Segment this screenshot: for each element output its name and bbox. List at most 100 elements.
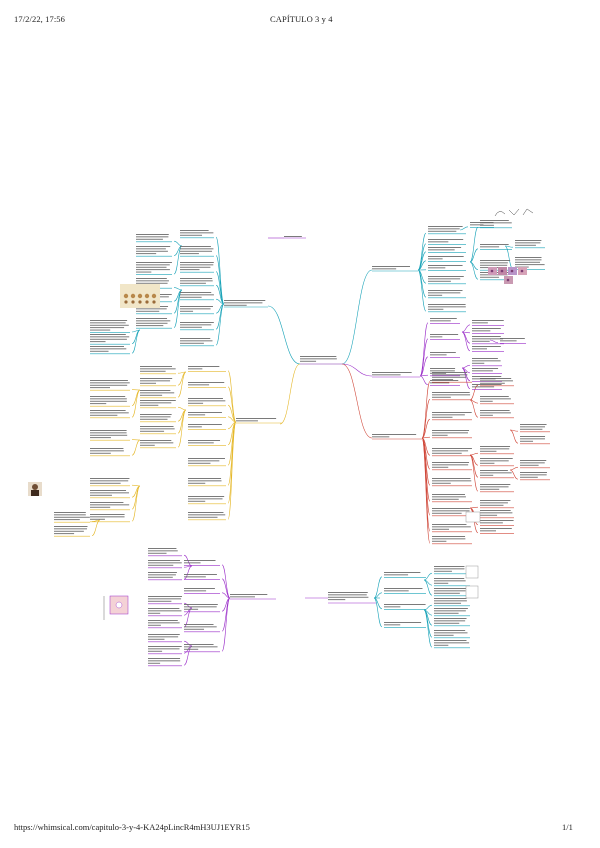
node-text xyxy=(188,412,222,415)
node-text xyxy=(224,300,265,306)
connector-line xyxy=(132,330,140,353)
node-text xyxy=(188,424,222,427)
illustration-histology-3 xyxy=(508,267,517,275)
node-text xyxy=(472,328,501,331)
node-text xyxy=(140,426,175,432)
node-text xyxy=(428,304,466,310)
node-text xyxy=(432,524,471,530)
node-text xyxy=(148,620,180,626)
node-text xyxy=(520,424,547,430)
illustration-anatomy-table xyxy=(120,284,160,308)
connector-line xyxy=(470,507,478,508)
connector-line xyxy=(470,385,478,400)
node-text xyxy=(372,372,412,375)
node-text xyxy=(184,574,217,577)
node-text xyxy=(236,418,276,421)
node-text xyxy=(180,246,213,254)
node-text xyxy=(328,592,368,600)
node-text xyxy=(480,410,511,416)
node-text xyxy=(432,412,472,418)
node-text xyxy=(90,346,126,352)
node-text xyxy=(432,462,469,468)
connector-line xyxy=(216,304,224,345)
node-text xyxy=(472,358,501,364)
illustration-histology-5 xyxy=(504,276,513,284)
node-text xyxy=(140,366,176,372)
node-text xyxy=(430,380,458,383)
connector-line xyxy=(510,430,518,443)
node-text xyxy=(180,292,214,298)
node-text xyxy=(480,446,510,452)
node-text xyxy=(90,396,127,404)
connector-line xyxy=(268,306,300,364)
node-text xyxy=(180,278,213,284)
node-text xyxy=(188,382,224,385)
node-text xyxy=(428,290,462,296)
node-text xyxy=(140,440,173,446)
node-text xyxy=(480,520,514,523)
connector-line xyxy=(132,485,140,486)
node-text xyxy=(136,262,172,273)
connector-line xyxy=(216,256,224,304)
connector-line xyxy=(462,365,470,368)
illustration-small-diagram-2 xyxy=(466,586,478,598)
illustration-small-diagram-3 xyxy=(466,512,480,522)
node-text xyxy=(148,560,182,566)
illustration-portrait xyxy=(28,482,42,496)
connector-line xyxy=(462,368,470,389)
node-text xyxy=(434,578,466,584)
node-text xyxy=(188,512,225,518)
node-text xyxy=(515,257,545,268)
node-text xyxy=(480,528,512,531)
node-text xyxy=(472,336,503,342)
print-url: https://whimsical.com/capitulo-3-y-4-KA2… xyxy=(14,822,250,832)
connector-line xyxy=(374,598,382,627)
node-text xyxy=(472,368,498,371)
node-text xyxy=(140,390,174,396)
illustration-graph-2 xyxy=(508,207,520,217)
node-text xyxy=(180,262,214,270)
node-text xyxy=(434,640,469,646)
connector-line xyxy=(490,340,498,343)
connector-line xyxy=(174,241,182,246)
connector-line xyxy=(342,270,372,364)
illustration-histology-2 xyxy=(498,267,507,275)
connector-line xyxy=(460,227,468,230)
print-page-number: 1/1 xyxy=(562,822,573,832)
node-text xyxy=(430,352,456,355)
node-text xyxy=(188,398,225,404)
node-text xyxy=(432,494,466,500)
node-text xyxy=(90,334,129,342)
connector-line xyxy=(470,227,478,262)
node-text xyxy=(90,514,125,520)
node-text xyxy=(188,496,224,502)
connector-line xyxy=(280,364,300,424)
node-text xyxy=(372,434,416,437)
node-text xyxy=(480,470,512,476)
node-text xyxy=(140,378,172,384)
node-text xyxy=(90,410,129,416)
node-text xyxy=(472,320,504,323)
node-text xyxy=(432,536,465,542)
node-text xyxy=(300,356,337,362)
node-text xyxy=(180,230,213,236)
node-text xyxy=(434,608,468,614)
node-text xyxy=(230,594,267,597)
node-text xyxy=(184,588,215,591)
node-text xyxy=(428,226,463,232)
node-text xyxy=(148,608,181,614)
node-text xyxy=(428,256,464,259)
connector-line xyxy=(422,438,430,515)
node-text xyxy=(384,604,426,607)
node-text xyxy=(430,334,458,337)
node-text xyxy=(384,572,420,575)
node-text xyxy=(434,598,467,604)
node-text xyxy=(434,588,466,594)
node-text xyxy=(180,322,214,328)
node-text xyxy=(136,318,170,326)
node-text xyxy=(188,458,225,464)
illustration-histology-4 xyxy=(518,267,527,275)
node-text xyxy=(136,234,169,240)
node-text xyxy=(480,244,509,247)
node-text xyxy=(90,380,130,388)
